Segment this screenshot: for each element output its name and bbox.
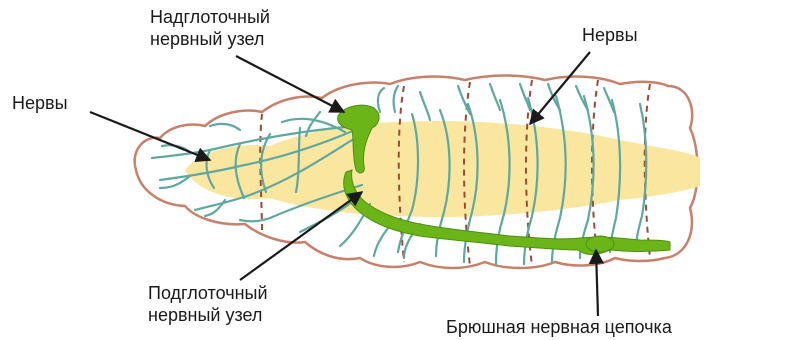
label-supraesophageal-ganglion: Надглоточный нервный узел: [150, 6, 270, 50]
label-supra-line2: нервный узел: [150, 28, 270, 50]
label-supra-line1: Надглоточный: [150, 6, 270, 28]
label-ventral-chain-text: Брюшная нервная цепочка: [446, 316, 672, 338]
label-ventral-nerve-chain: Брюшная нервная цепочка: [446, 316, 672, 338]
label-sub-line2: нервный узел: [148, 304, 268, 326]
ventral-ganglion: [586, 236, 614, 252]
label-sub-line1: Подглоточный: [148, 282, 268, 304]
label-subesophageal-ganglion: Подглоточный нервный узел: [148, 282, 268, 326]
label-nerves-right: Нервы: [582, 24, 638, 46]
label-nerves-left-text: Нервы: [12, 92, 68, 114]
label-nerves-left: Нервы: [12, 92, 68, 114]
label-nerves-right-text: Нервы: [582, 24, 638, 46]
